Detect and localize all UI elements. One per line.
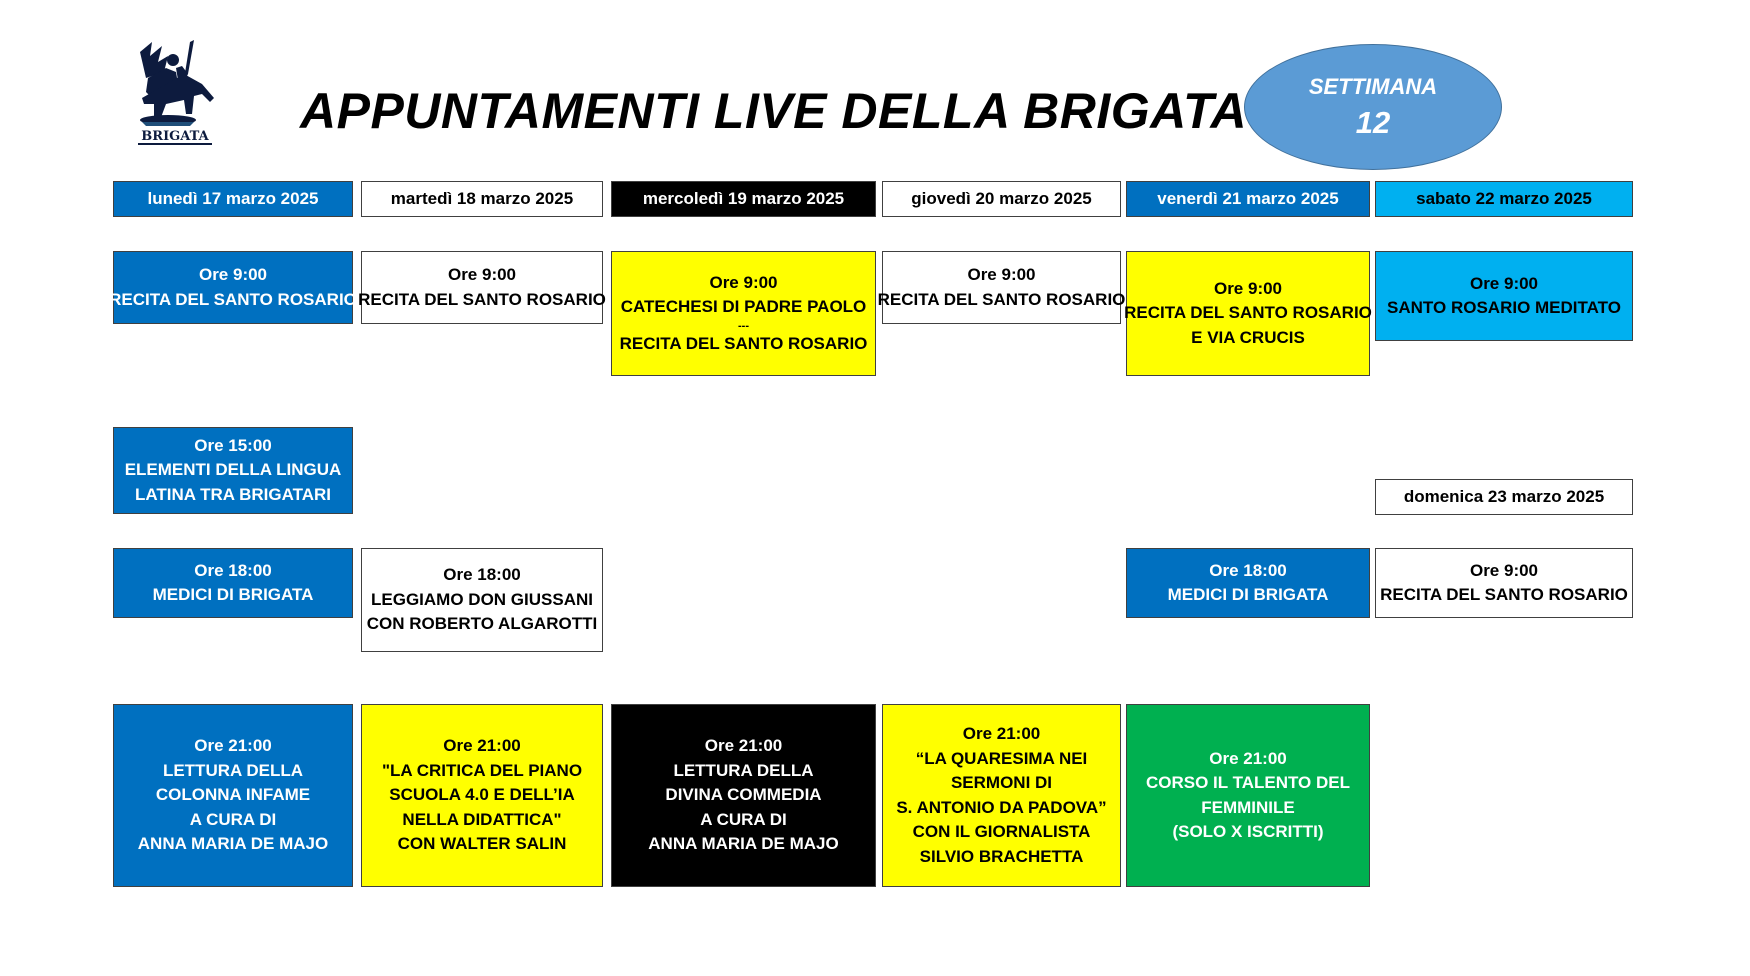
event-text: LETTURA DELLA	[162, 760, 304, 780]
day-header-wednesday: mercoledì 19 marzo 2025	[611, 181, 876, 217]
week-label: SETTIMANA	[1308, 74, 1438, 99]
day-header-saturday: sabato 22 marzo 2025	[1375, 181, 1633, 217]
day-header-sunday: domenica 23 marzo 2025	[1375, 479, 1633, 515]
event-text: RECITA DEL SANTO ROSARIO	[1380, 585, 1628, 604]
event-card-mon-0900: Ore 9:00 RECITA DEL SANTO ROSARIO	[109, 251, 357, 324]
event-text: ANNA MARIA DE MAJO	[137, 834, 329, 854]
event-text: LEGGIAMO DON GIUSSANI	[371, 589, 593, 609]
event-text: CON WALTER SALIN	[397, 834, 567, 854]
event-text: SILVIO BRACHETTA	[919, 846, 1084, 866]
event-text: A CURA DI	[189, 809, 277, 829]
event-text: FEMMINILE	[1201, 797, 1295, 817]
week-number: 12	[1355, 105, 1391, 140]
day-header-friday: venerdì 21 marzo 2025	[1126, 181, 1370, 217]
event-text: “LA QUARESIMA NEI	[915, 748, 1088, 768]
event-card-wed-0900: Ore 9:00 CATECHESI DI PADRE PAOLO --- RE…	[611, 251, 876, 376]
event-text: E VIA CRUCIS	[1191, 327, 1305, 347]
event-card-thu-0900: Ore 9:00 RECITA DEL SANTO ROSARIO	[878, 251, 1125, 324]
day-header-monday: lunedì 17 marzo 2025	[113, 181, 353, 217]
event-card-sun-0900: Ore 9:00 RECITA DEL SANTO ROSARIO	[1375, 548, 1633, 618]
event-time: Ore 21:00	[704, 736, 783, 756]
event-card-thu-2100: Ore 21:00 “LA QUARESIMA NEI SERMONI DI S…	[882, 704, 1121, 887]
event-time: Ore 9:00	[709, 272, 778, 292]
event-text: CORSO IL TALENTO DEL	[1145, 773, 1350, 792]
event-time: Ore 18:00	[194, 560, 272, 580]
day-header-thursday: giovedì 20 marzo 2025	[882, 181, 1121, 217]
event-card-tue-0900: Ore 9:00 RECITA DEL SANTO ROSARIO	[358, 251, 606, 324]
event-text: CON ROBERTO ALGAROTTI	[366, 614, 598, 634]
event-text: S. ANTONIO DA PADOVA”	[896, 797, 1107, 817]
brigata-logo: BRIGATA	[138, 40, 214, 145]
event-card-mon-1800: Ore 18:00 MEDICI DI BRIGATA	[113, 548, 353, 618]
event-text: RECITA DEL SANTO ROSARIO	[877, 289, 1126, 309]
event-card-fri-1800: Ore 18:00 MEDICI DI BRIGATA	[1126, 548, 1370, 618]
event-card-tue-1800: Ore 18:00 LEGGIAMO DON GIUSSANI CON ROBE…	[361, 548, 603, 652]
event-text: DIVINA COMMEDIA	[665, 785, 822, 805]
event-text: COLONNA INFAME	[155, 785, 311, 805]
event-time: Ore 15:00	[194, 435, 272, 455]
event-card-mon-1500: Ore 15:00 ELEMENTI DELLA LINGUA LATINA T…	[113, 427, 353, 514]
event-text: ANNA MARIA DE MAJO	[648, 834, 839, 854]
event-text: (SOLO X ISCRITTI)	[1172, 822, 1324, 841]
event-text: MEDICI DI BRIGATA	[152, 585, 314, 604]
event-separator: ---	[738, 319, 749, 332]
event-text: A CURA DI	[700, 809, 787, 829]
event-time: Ore 21:00	[443, 736, 521, 756]
event-time: Ore 9:00	[447, 265, 517, 284]
event-time: Ore 9:00	[967, 265, 1036, 284]
event-text: LETTURA DELLA	[673, 760, 814, 780]
event-time: Ore 21:00	[962, 724, 1041, 743]
event-time: Ore 9:00	[1213, 278, 1283, 298]
event-card-mon-2100: Ore 21:00 LETTURA DELLA COLONNA INFAME A…	[113, 704, 353, 887]
event-text: CON IL GIORNALISTA	[912, 822, 1091, 841]
event-time: Ore 9:00	[198, 265, 268, 284]
event-text: SCUOLA 4.0 E DELL’IA	[389, 785, 575, 805]
event-time: Ore 21:00	[194, 736, 272, 756]
event-text: NELLA DIDATTICA"	[402, 809, 562, 829]
event-text: SERMONI DI	[950, 773, 1053, 792]
week-badge: SETTIMANA 12	[1244, 44, 1502, 170]
event-time: Ore 21:00	[1209, 748, 1287, 768]
event-time: Ore 9:00	[1469, 560, 1539, 580]
event-time: Ore 18:00	[443, 565, 521, 585]
event-card-fri-2100: Ore 21:00 CORSO IL TALENTO DEL FEMMINILE…	[1126, 704, 1370, 887]
day-header-tuesday: martedì 18 marzo 2025	[361, 181, 603, 217]
event-time: Ore 18:00	[1209, 560, 1287, 580]
event-text: RECITA DEL SANTO ROSARIO	[109, 289, 357, 309]
event-text: CATECHESI DI PADRE PAOLO	[620, 297, 867, 317]
svg-text:BRIGATA: BRIGATA	[141, 129, 209, 144]
event-text: RECITA DEL SANTO ROSARIO	[1124, 303, 1372, 323]
event-text: LATINA TRA BRIGATARI	[134, 484, 332, 504]
event-text: SANTO ROSARIO MEDITATO	[1387, 298, 1621, 317]
event-card-wed-2100: Ore 21:00 LETTURA DELLA DIVINA COMMEDIA …	[611, 704, 876, 887]
event-time: Ore 9:00	[1469, 273, 1539, 293]
event-text: RECITA DEL SANTO ROSARIO	[619, 333, 868, 353]
event-text: MEDICI DI BRIGATA	[1167, 585, 1329, 604]
page-title: APPUNTAMENTI LIVE DELLA BRIGATA	[300, 83, 1247, 139]
event-card-fri-0900: Ore 9:00 RECITA DEL SANTO ROSARIO E VIA …	[1124, 251, 1372, 376]
event-card-tue-2100: Ore 21:00 "LA CRITICA DEL PIANO SCUOLA 4…	[361, 704, 603, 887]
event-text: RECITA DEL SANTO ROSARIO	[358, 289, 606, 309]
event-card-sat-0900: Ore 9:00 SANTO ROSARIO MEDITATO	[1375, 251, 1633, 341]
event-text: "LA CRITICA DEL PIANO	[381, 760, 583, 780]
event-text: ELEMENTI DELLA LINGUA	[124, 460, 342, 480]
